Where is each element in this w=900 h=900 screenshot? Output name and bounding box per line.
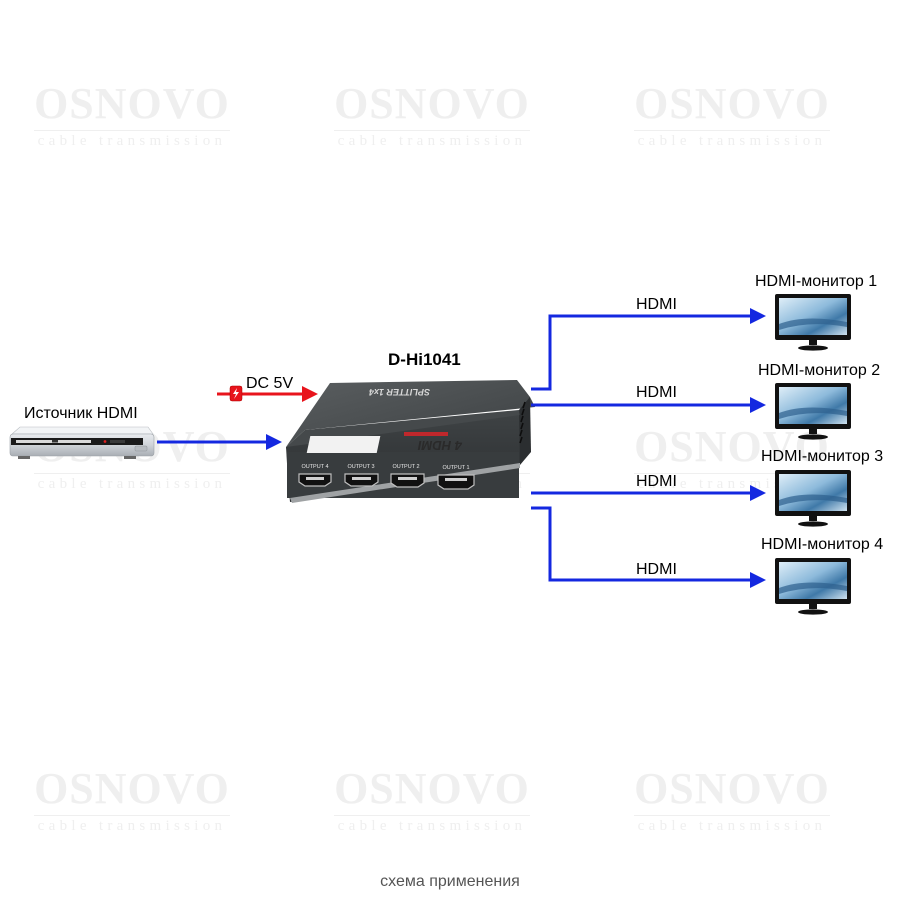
monitor-icon-3 (775, 470, 851, 527)
output-line-2 (531, 397, 766, 413)
diagram-caption: схема применения (380, 873, 520, 890)
cable-label-2: HDMI (636, 384, 677, 401)
output-line-1 (531, 308, 766, 391)
dvd-player-icon (9, 426, 155, 459)
monitor-icon-1 (775, 294, 851, 351)
source-label: Источник HDMI (24, 405, 138, 422)
monitor-label-2: HDMI-монитор 2 (758, 362, 881, 379)
cable-label-1: HDMI (636, 296, 677, 313)
port-label: OUTPUT 4 (301, 464, 328, 470)
source-signal-arrow (157, 434, 282, 450)
splitter-model-label: D-Hi1041 (388, 350, 461, 369)
hdmi-port-output-3: OUTPUT 3 (344, 464, 379, 487)
hdmi-port-output-1: OUTPUT 1 (437, 465, 475, 490)
hdmi-port-output-4: OUTPUT 4 (298, 464, 332, 487)
power-label: DC 5V (246, 375, 294, 392)
power-plug-icon (229, 385, 243, 402)
monitor-label-3: HDMI-монитор 3 (761, 448, 884, 465)
hdmi-logo: 4 HDMI (306, 432, 463, 453)
cable-label-3: HDMI (636, 473, 677, 490)
output-line-3 (531, 485, 766, 501)
hdmi-port-output-2: OUTPUT 2 (390, 464, 425, 488)
monitor-label-4: HDMI-монитор 4 (761, 536, 884, 553)
splitter-top-print: SPLITTER 1x4 (369, 387, 430, 397)
monitor-icon-2 (775, 383, 851, 440)
hdmi-logo-text: 4 HDMI (418, 438, 463, 453)
output-line-4 (531, 506, 766, 588)
port-label: OUTPUT 2 (392, 464, 419, 470)
port-label: OUTPUT 3 (347, 464, 374, 470)
monitor-label-1: HDMI-монитор 1 (755, 273, 878, 290)
monitor-icon-4 (775, 558, 851, 615)
cable-label-4: HDMI (636, 561, 677, 578)
port-label: OUTPUT 1 (442, 465, 469, 471)
